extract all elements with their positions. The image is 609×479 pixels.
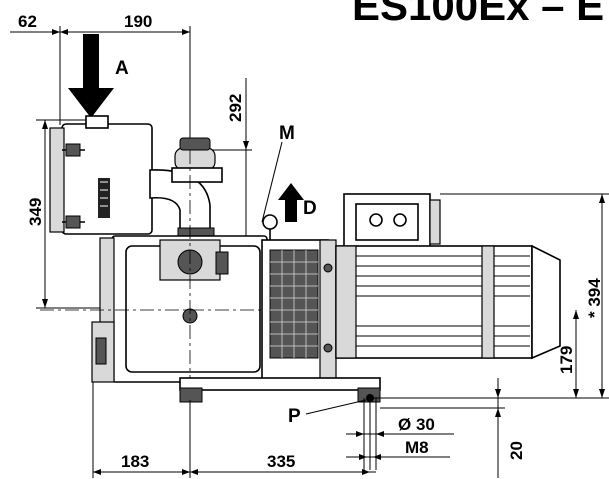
base-frame — [179, 377, 381, 403]
dim-349: 349 — [26, 198, 45, 226]
eye-bolt — [262, 214, 278, 240]
label-d: D — [303, 198, 317, 219]
top-dimensions: 62 190 — [10, 12, 191, 150]
marker-p: P — [288, 399, 367, 427]
dim-292: 292 — [226, 94, 245, 122]
label-a: A — [115, 58, 129, 79]
model-title: ES100Ex – E — [352, 0, 604, 29]
exhaust-arrow-d: D — [278, 183, 317, 222]
dim-335: 335 — [267, 452, 295, 471]
hole-dimensions: Ø 30 M8 — [346, 398, 454, 470]
dim-20-line: 20 — [380, 378, 526, 478]
dim-394: * 394 — [585, 278, 604, 318]
marker-m: M — [261, 123, 295, 223]
bottom-dimensions: 183 335 — [92, 382, 376, 478]
dim-62: 62 — [18, 12, 37, 31]
terminal-box — [343, 193, 441, 251]
pump-body — [40, 150, 560, 462]
label-m: M — [279, 123, 295, 144]
inlet-filter-housing — [49, 115, 153, 235]
motor — [335, 244, 561, 360]
intake-elbow — [149, 137, 223, 239]
fan-guard — [261, 239, 337, 381]
label-p: P — [288, 406, 301, 427]
dim-183: 183 — [121, 452, 149, 471]
inlet-arrow-a: A — [68, 34, 129, 118]
dim-190: 190 — [124, 12, 152, 31]
right-dimensions: * 394 179 — [372, 193, 609, 399]
dim-m8: M8 — [405, 438, 429, 457]
dim-179: 179 — [557, 346, 576, 374]
dim-diameter-30: Ø 30 — [398, 415, 435, 434]
dim-20: 20 — [507, 441, 526, 460]
